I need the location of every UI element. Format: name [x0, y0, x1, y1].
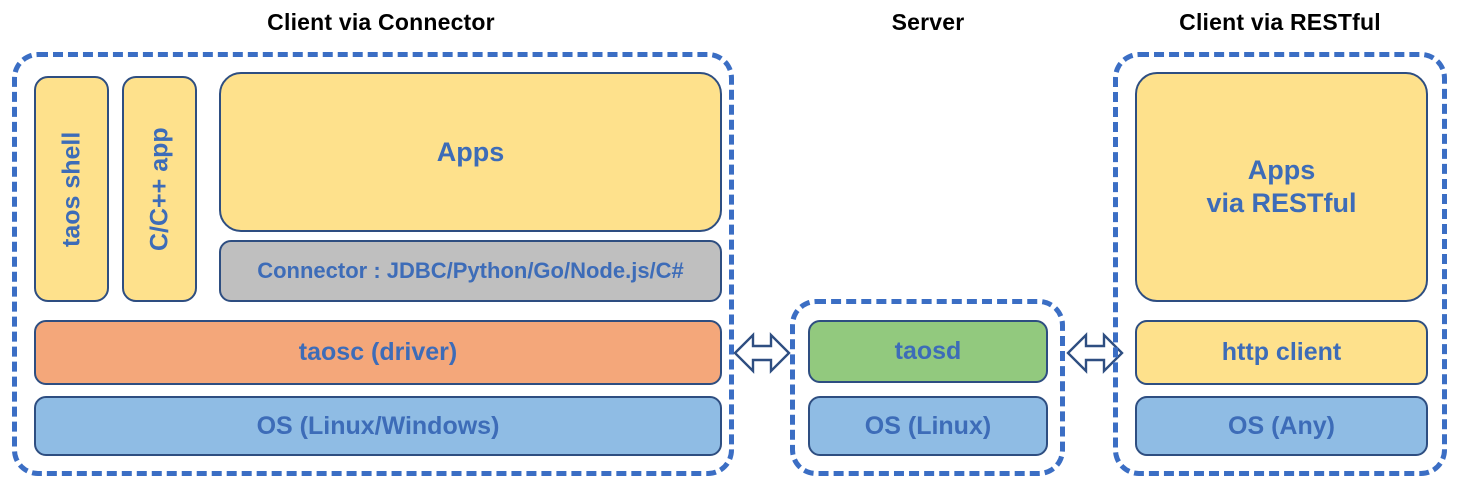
bidirectional-arrow-right	[1066, 328, 1124, 378]
block-http-client[interactable]: http client	[1135, 320, 1428, 385]
bidirectional-arrow-left	[733, 328, 791, 378]
client-connector-container	[12, 52, 734, 476]
title-client-via-connector: Client via Connector	[267, 9, 495, 35]
block-os-linux-windows[interactable]: OS (Linux/Windows)	[34, 396, 722, 456]
title-client-via-restful: Client via RESTful	[1179, 9, 1381, 35]
block-c-cpp-app[interactable]: C/C++ app	[122, 76, 197, 302]
apps-restful-line-2: via RESTful	[1206, 188, 1357, 218]
block-connector[interactable]: Connector : JDBC/Python/Go/Node.js/C#	[219, 240, 722, 302]
block-taosc-driver[interactable]: taosc (driver)	[34, 320, 722, 385]
block-os-linux[interactable]: OS (Linux)	[808, 396, 1048, 456]
block-os-any[interactable]: OS (Any)	[1135, 396, 1428, 456]
block-apps-via-restful[interactable]: Apps via RESTful	[1135, 72, 1428, 302]
block-taosd[interactable]: taosd	[808, 320, 1048, 383]
server-container	[790, 299, 1065, 476]
block-taos-shell[interactable]: taos shell	[34, 76, 109, 302]
block-apps[interactable]: Apps	[219, 72, 722, 232]
title-server: Server	[891, 9, 965, 35]
client-restful-container	[1113, 52, 1447, 476]
apps-restful-line-1: Apps	[1247, 155, 1316, 186]
